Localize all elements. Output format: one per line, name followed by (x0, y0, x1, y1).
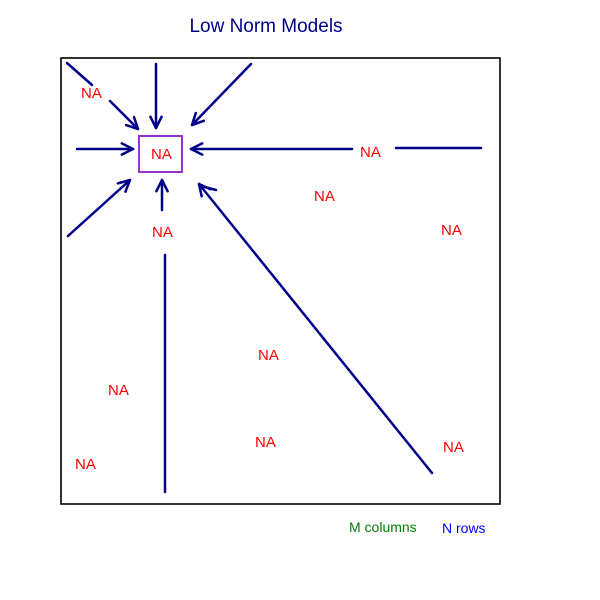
arrow-bottom-right-barb (199, 184, 218, 192)
n-rows-label: N rows (442, 520, 486, 536)
na-label: NA (441, 222, 462, 239)
arrows-group (65, 61, 483, 494)
arrow-top-right (190, 62, 253, 127)
na-label: NA (360, 144, 381, 161)
na-label: NA (255, 434, 276, 451)
na-label: NA (108, 382, 129, 399)
arrow-top-left (108, 99, 140, 131)
na-label-target: NA (151, 146, 172, 163)
na-label: NA (81, 85, 102, 102)
na-label: NA (258, 347, 279, 364)
na-label: NA (314, 188, 335, 205)
arrow-bottom-left (66, 178, 132, 238)
diagram-title: Low Norm Models (189, 16, 342, 37)
arrow-bottom-right (197, 182, 434, 475)
arrow-top-left-tail (65, 61, 94, 87)
na-label: NA (75, 456, 96, 473)
na-label: NA (152, 224, 173, 241)
matrix-frame (60, 57, 501, 505)
target-cell-box (138, 135, 183, 173)
m-columns-label: M columns (349, 519, 417, 535)
na-label: NA (443, 439, 464, 456)
